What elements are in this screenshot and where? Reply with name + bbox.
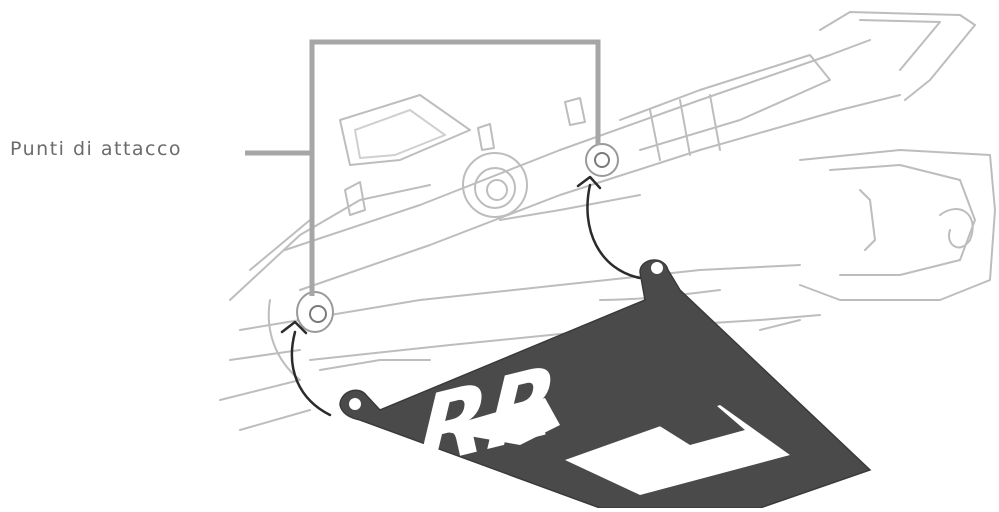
mounting-hole-icon xyxy=(594,152,610,168)
rr-bracket-plate: RR xyxy=(339,259,872,509)
callout-label: Punti di attacco xyxy=(10,138,183,160)
upper-mount-point xyxy=(585,143,619,177)
bracket-hole-icon xyxy=(349,398,361,410)
curved-arrow-icon xyxy=(280,175,642,417)
lower-mount-point xyxy=(296,291,334,333)
callout-lines xyxy=(245,39,601,296)
mounting-hole-icon xyxy=(309,305,327,323)
bracket-hole-icon xyxy=(651,262,663,274)
